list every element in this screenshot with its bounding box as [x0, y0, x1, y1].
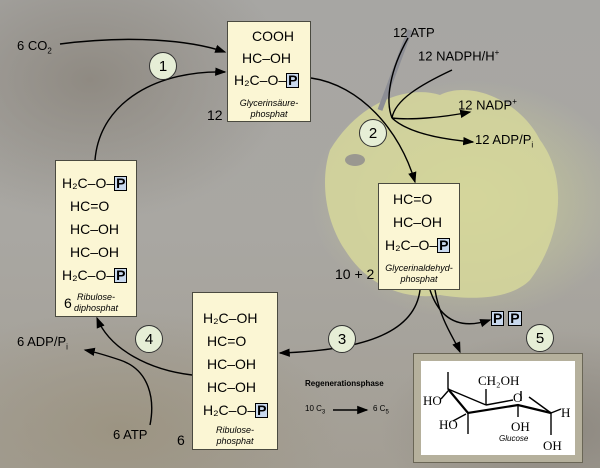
compound-name: Ribulose-phosphat — [215, 425, 255, 446]
phosphate-icon: P — [437, 237, 451, 253]
formula-line: HC–OH — [70, 221, 120, 237]
formula-line: H₂C–O–P — [62, 267, 128, 283]
formula-line: HC–OH — [207, 379, 257, 395]
adp-label: 12 ADP/Pi — [475, 132, 534, 150]
ribulosediphosphat-count: 6 — [64, 295, 72, 311]
compound-name: Glycerinsäure-phosphat — [239, 98, 299, 119]
glucose-box: CH₂OH O HO HO OH OH H Glucose — [413, 353, 583, 463]
oh-label: OH — [511, 419, 530, 434]
phosphate-icon: P — [491, 310, 505, 326]
adp6-label: 6 ADP/Pi — [17, 334, 68, 352]
formula-line: HC=O — [393, 191, 433, 207]
step-3-circle: 3 — [328, 325, 356, 353]
formula-line: HC–OH — [242, 50, 292, 66]
glucose-caption: Glucose — [499, 434, 529, 443]
compound-name: Ribulose-diphosphat — [73, 292, 119, 313]
formula-line: H₂C–O–P — [385, 237, 451, 253]
phosphate-icon: P — [286, 72, 300, 88]
regeneration-to: 6 C5 — [373, 404, 389, 416]
formula-line: HC=O — [207, 333, 247, 349]
formula-line: HC–OH — [207, 356, 257, 372]
ribulosephosphat-count: 6 — [177, 432, 185, 448]
ho-label: HO — [423, 393, 442, 408]
atp6-label: 6 ATP — [113, 427, 148, 442]
ho-label: HO — [439, 417, 458, 432]
ch2oh-label: CH₂OH — [478, 373, 519, 388]
phosphate-icon: P — [508, 310, 522, 326]
step-5-circle: 5 — [526, 324, 554, 352]
h-label: H — [561, 405, 570, 420]
glycerinsaeure-count: 12 — [207, 107, 223, 123]
formula-line: COOH — [252, 28, 294, 44]
glycerinaldehyd-count: 10 + 2 — [335, 266, 375, 282]
formula-line: HC=O — [70, 198, 110, 214]
regeneration-from: 10 C3 — [305, 404, 326, 416]
oh-label: OH — [543, 438, 562, 453]
step-1-circle: 1 — [149, 52, 177, 80]
nadph-label: 12 NADPH/H+ — [418, 48, 500, 64]
compound-name: Glycerinaldehyd-phosphat — [385, 263, 453, 284]
formula-line: H₂C–OH — [203, 310, 258, 326]
ring-oxygen-label: O — [513, 390, 522, 405]
phosphate-icon: P — [255, 402, 269, 418]
atp-label: 12 ATP — [393, 25, 435, 40]
nadp-label: 12 NADP+ — [458, 97, 517, 113]
glycerinsaeurephosphat-box: COOH HC–OH H₂C–O–P Glycerinsäure-phospha… — [227, 21, 311, 122]
ribulosediphosphat-box: H₂C–O–P HC=O HC–OH HC–OH H₂C–O–P Ribulos… — [55, 160, 137, 317]
formula-line: HC–OH — [70, 244, 120, 260]
formula-line: HC–OH — [393, 214, 443, 230]
co2-label: 6 CO2 — [17, 38, 52, 56]
ribulosephosphat-box: H₂C–OH HC=O HC–OH HC–OH H₂C–O–P Ribulose… — [192, 292, 278, 450]
glycerinaldehydphosphat-box: HC=O HC–OH H₂C–O–P Glycerinaldehyd-phosp… — [378, 183, 460, 290]
step-2-circle: 2 — [359, 119, 387, 147]
formula-line: H₂C–O–P — [203, 402, 269, 418]
glucose-ring-icon: CH₂OH O HO HO OH OH H Glucose — [423, 372, 570, 453]
step-4-circle: 4 — [135, 325, 163, 353]
formula-line: H₂C–O–P — [234, 72, 300, 88]
phosphate-icon: P — [114, 267, 128, 283]
glucose-structure: CH₂OH O HO HO OH OH H Glucose — [421, 361, 575, 455]
phosphate-icon: P — [114, 175, 128, 191]
phosphate-output: P P — [491, 310, 522, 326]
formula-line: H₂C–O–P — [62, 175, 128, 191]
regeneration-title: Regenerationsphase — [305, 379, 384, 388]
